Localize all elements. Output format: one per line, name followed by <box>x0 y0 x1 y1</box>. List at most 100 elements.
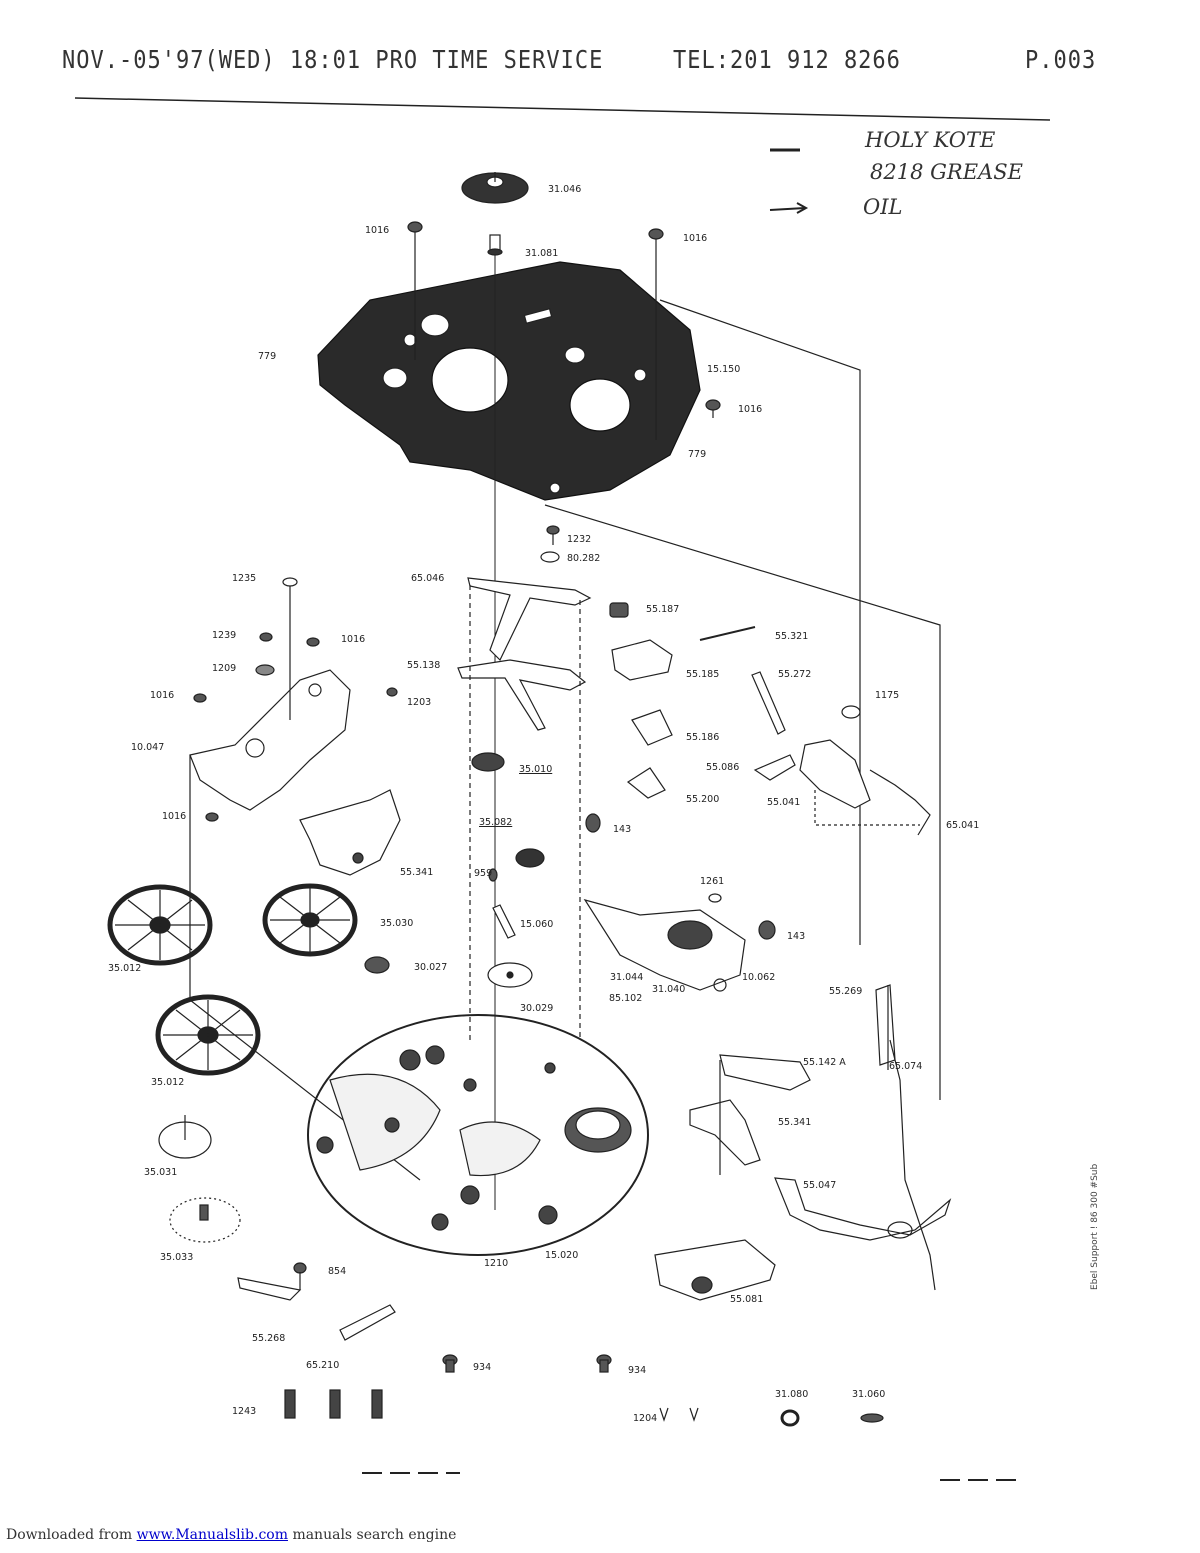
lever-55341-lower <box>689 1099 761 1166</box>
screw-1016-a <box>407 221 423 242</box>
footer: Downloaded from www.Manualslib.com manua… <box>6 1527 456 1543</box>
label-35012-a: 35.012 <box>108 963 142 974</box>
label-31080: 31.080 <box>775 1389 809 1400</box>
label-35082: 35.082 <box>479 817 513 828</box>
fax-header-left: NOV.-05'97(WED) 18:01 PRO TIME SERVICE <box>62 46 604 75</box>
bridge-plate-779 <box>317 261 701 501</box>
label-35012-b: 35.012 <box>151 1077 185 1088</box>
barrel <box>564 1107 632 1153</box>
label-1203: 1203 <box>407 697 432 708</box>
legend-oil: OIL <box>863 195 903 219</box>
label-55142A: 55.142 A <box>803 1057 846 1068</box>
wheel-31044 <box>667 920 713 950</box>
footer-suffix: manuals search engine <box>292 1527 457 1543</box>
wheel-35012-a <box>107 884 213 966</box>
screws-1204 <box>659 1407 699 1422</box>
legend-holykote: HOLY KOTE <box>865 128 996 152</box>
spring-55321 <box>699 626 756 641</box>
label-1261: 1261 <box>700 876 725 887</box>
label-55268: 55.268 <box>252 1333 286 1344</box>
spring-65210 <box>339 1304 396 1341</box>
wheel-35030 <box>262 883 358 957</box>
label-1016-d: 1016 <box>341 634 366 645</box>
wheel-35010 <box>471 752 505 772</box>
wheel-31046 <box>461 172 529 204</box>
ring-1175 <box>841 705 861 719</box>
spring-65041 <box>869 769 931 836</box>
screw-934-b <box>596 1354 612 1373</box>
label-55186: 55.186 <box>686 732 720 743</box>
label-1243: 1243 <box>232 1406 257 1417</box>
lever-55142A <box>719 1054 811 1091</box>
label-1016-c: 1016 <box>738 404 763 415</box>
label-55086: 55.086 <box>706 762 740 773</box>
label-854: 854 <box>328 1266 347 1277</box>
label-934-b: 934 <box>628 1365 647 1376</box>
header-rule <box>74 97 1051 121</box>
label-35031: 35.031 <box>144 1167 178 1178</box>
label-55187: 55.187 <box>646 604 680 615</box>
label-1016-b: 1016 <box>683 233 708 244</box>
label-55321: 55.321 <box>775 631 809 642</box>
lever-65046 <box>467 577 592 662</box>
label-1210: 1210 <box>484 1258 509 1269</box>
label-30027: 30.027 <box>414 962 448 973</box>
label-1175: 1175 <box>875 690 900 701</box>
screw-1016-c <box>705 399 721 418</box>
label-65041: 65.041 <box>946 820 980 831</box>
wheel-35012-b <box>155 994 261 1076</box>
screw-959 <box>488 868 498 882</box>
label-1204: 1204 <box>633 1413 658 1424</box>
label-1209: 1209 <box>212 663 237 674</box>
wheel-35033 <box>169 1197 241 1243</box>
label-55138: 55.138 <box>407 660 441 671</box>
cap-143-b <box>758 920 776 940</box>
lever-55272 <box>751 671 786 735</box>
label-10047: 10.047 <box>131 742 165 753</box>
label-55041: 55.041 <box>767 797 801 808</box>
label-35010: 35.010 <box>519 764 553 775</box>
label-65210: 65.210 <box>306 1360 340 1371</box>
part-55041 <box>799 739 871 809</box>
label-31046: 31.046 <box>548 184 582 195</box>
part-55200 <box>626 767 666 799</box>
label-55272: 55.272 <box>778 669 812 680</box>
pins-1243 <box>284 1389 383 1419</box>
bridge-10047 <box>189 669 351 811</box>
label-85102: 85.102 <box>609 993 643 1004</box>
lever-55047 <box>774 1177 952 1241</box>
label-779-b: 779 <box>688 449 707 460</box>
part-55186 <box>631 709 673 746</box>
label-15150: 15.150 <box>707 364 741 375</box>
label-143-b: 143 <box>787 931 806 942</box>
jewel-1209 <box>255 664 275 676</box>
wheel-35082 <box>515 848 545 868</box>
part-55086 <box>753 754 796 781</box>
part-15060 <box>492 904 516 939</box>
label-31044: 31.044 <box>610 972 644 983</box>
label-55185: 55.185 <box>686 669 720 680</box>
label-1235: 1235 <box>232 573 257 584</box>
jewel-1261 <box>708 893 722 903</box>
footer-link[interactable]: www.Manualslib.com <box>136 1527 288 1543</box>
label-143-a: 143 <box>613 824 632 835</box>
label-31081: 31.081 <box>525 248 559 259</box>
part-55269 <box>875 984 896 1066</box>
screw-854 <box>293 1262 307 1290</box>
label-959: 959 <box>474 868 493 879</box>
washer-80282 <box>540 551 560 563</box>
label-15020: 15.020 <box>545 1250 579 1261</box>
label-55269: 55.269 <box>829 986 863 997</box>
label-1232: 1232 <box>567 534 592 545</box>
screw-1203 <box>386 687 398 697</box>
screw-1016-d <box>193 693 207 703</box>
side-note: Ebel Support ! 86 300 #Sub <box>1090 1163 1100 1290</box>
cam-55185 <box>611 639 673 681</box>
screw-1016-e <box>306 637 320 647</box>
cap-55187 <box>609 602 629 618</box>
label-779-a: 779 <box>258 351 277 362</box>
footer-prefix: Downloaded from <box>6 1527 133 1543</box>
label-15060: 15.060 <box>520 919 554 930</box>
ring-31080 <box>780 1409 800 1427</box>
